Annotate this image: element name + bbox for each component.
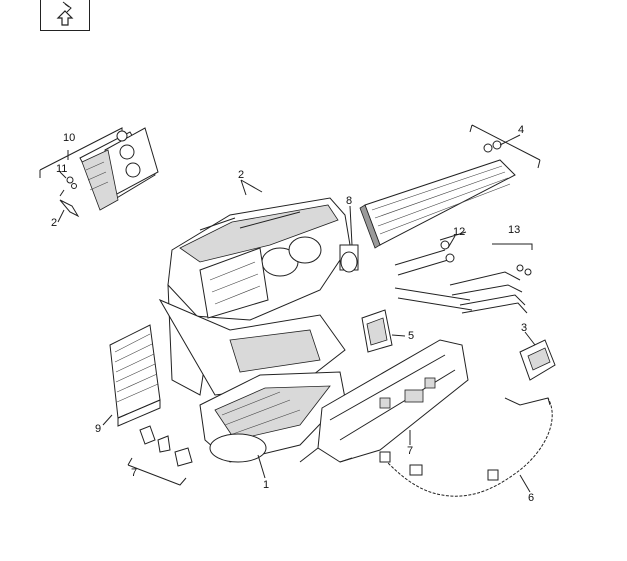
callout-label: 13 <box>508 224 520 236</box>
leader-lines <box>57 134 536 493</box>
heater-housing <box>158 197 359 396</box>
callout-label: 9 <box>95 423 101 435</box>
callout-label: 4 <box>518 124 524 136</box>
wiring-harness <box>379 397 553 497</box>
temperature-sensor <box>361 309 393 353</box>
callout-label: 6 <box>528 492 534 504</box>
mounting-brackets <box>127 425 193 486</box>
callout-label: 5 <box>408 330 414 342</box>
evaporator-core <box>109 324 161 427</box>
callout-label: 7 <box>407 445 413 457</box>
callout-label: 7 <box>131 467 137 479</box>
air-duct <box>299 339 469 463</box>
callout-label: 10 <box>63 132 75 144</box>
navigate-up-button[interactable] <box>40 0 90 31</box>
control-panel-assembly <box>39 127 159 218</box>
callout-label: 2 <box>51 217 57 229</box>
callout-label: 12 <box>453 226 465 238</box>
blower-plenum <box>199 371 346 463</box>
callout-label: 11 <box>56 163 67 175</box>
up-arrow-icon <box>56 1 74 26</box>
callout-label: 8 <box>346 195 352 207</box>
callout-label: 1 <box>263 479 269 491</box>
callout-labels: 10 11 2 2 8 4 12 13 3 5 9 7 1 7 6 <box>51 124 534 504</box>
callout-label: 2 <box>238 169 244 181</box>
heater-pipes <box>394 231 533 314</box>
blower-resistor <box>519 339 556 381</box>
heater-core <box>359 124 541 249</box>
callout-label: 3 <box>521 322 527 334</box>
